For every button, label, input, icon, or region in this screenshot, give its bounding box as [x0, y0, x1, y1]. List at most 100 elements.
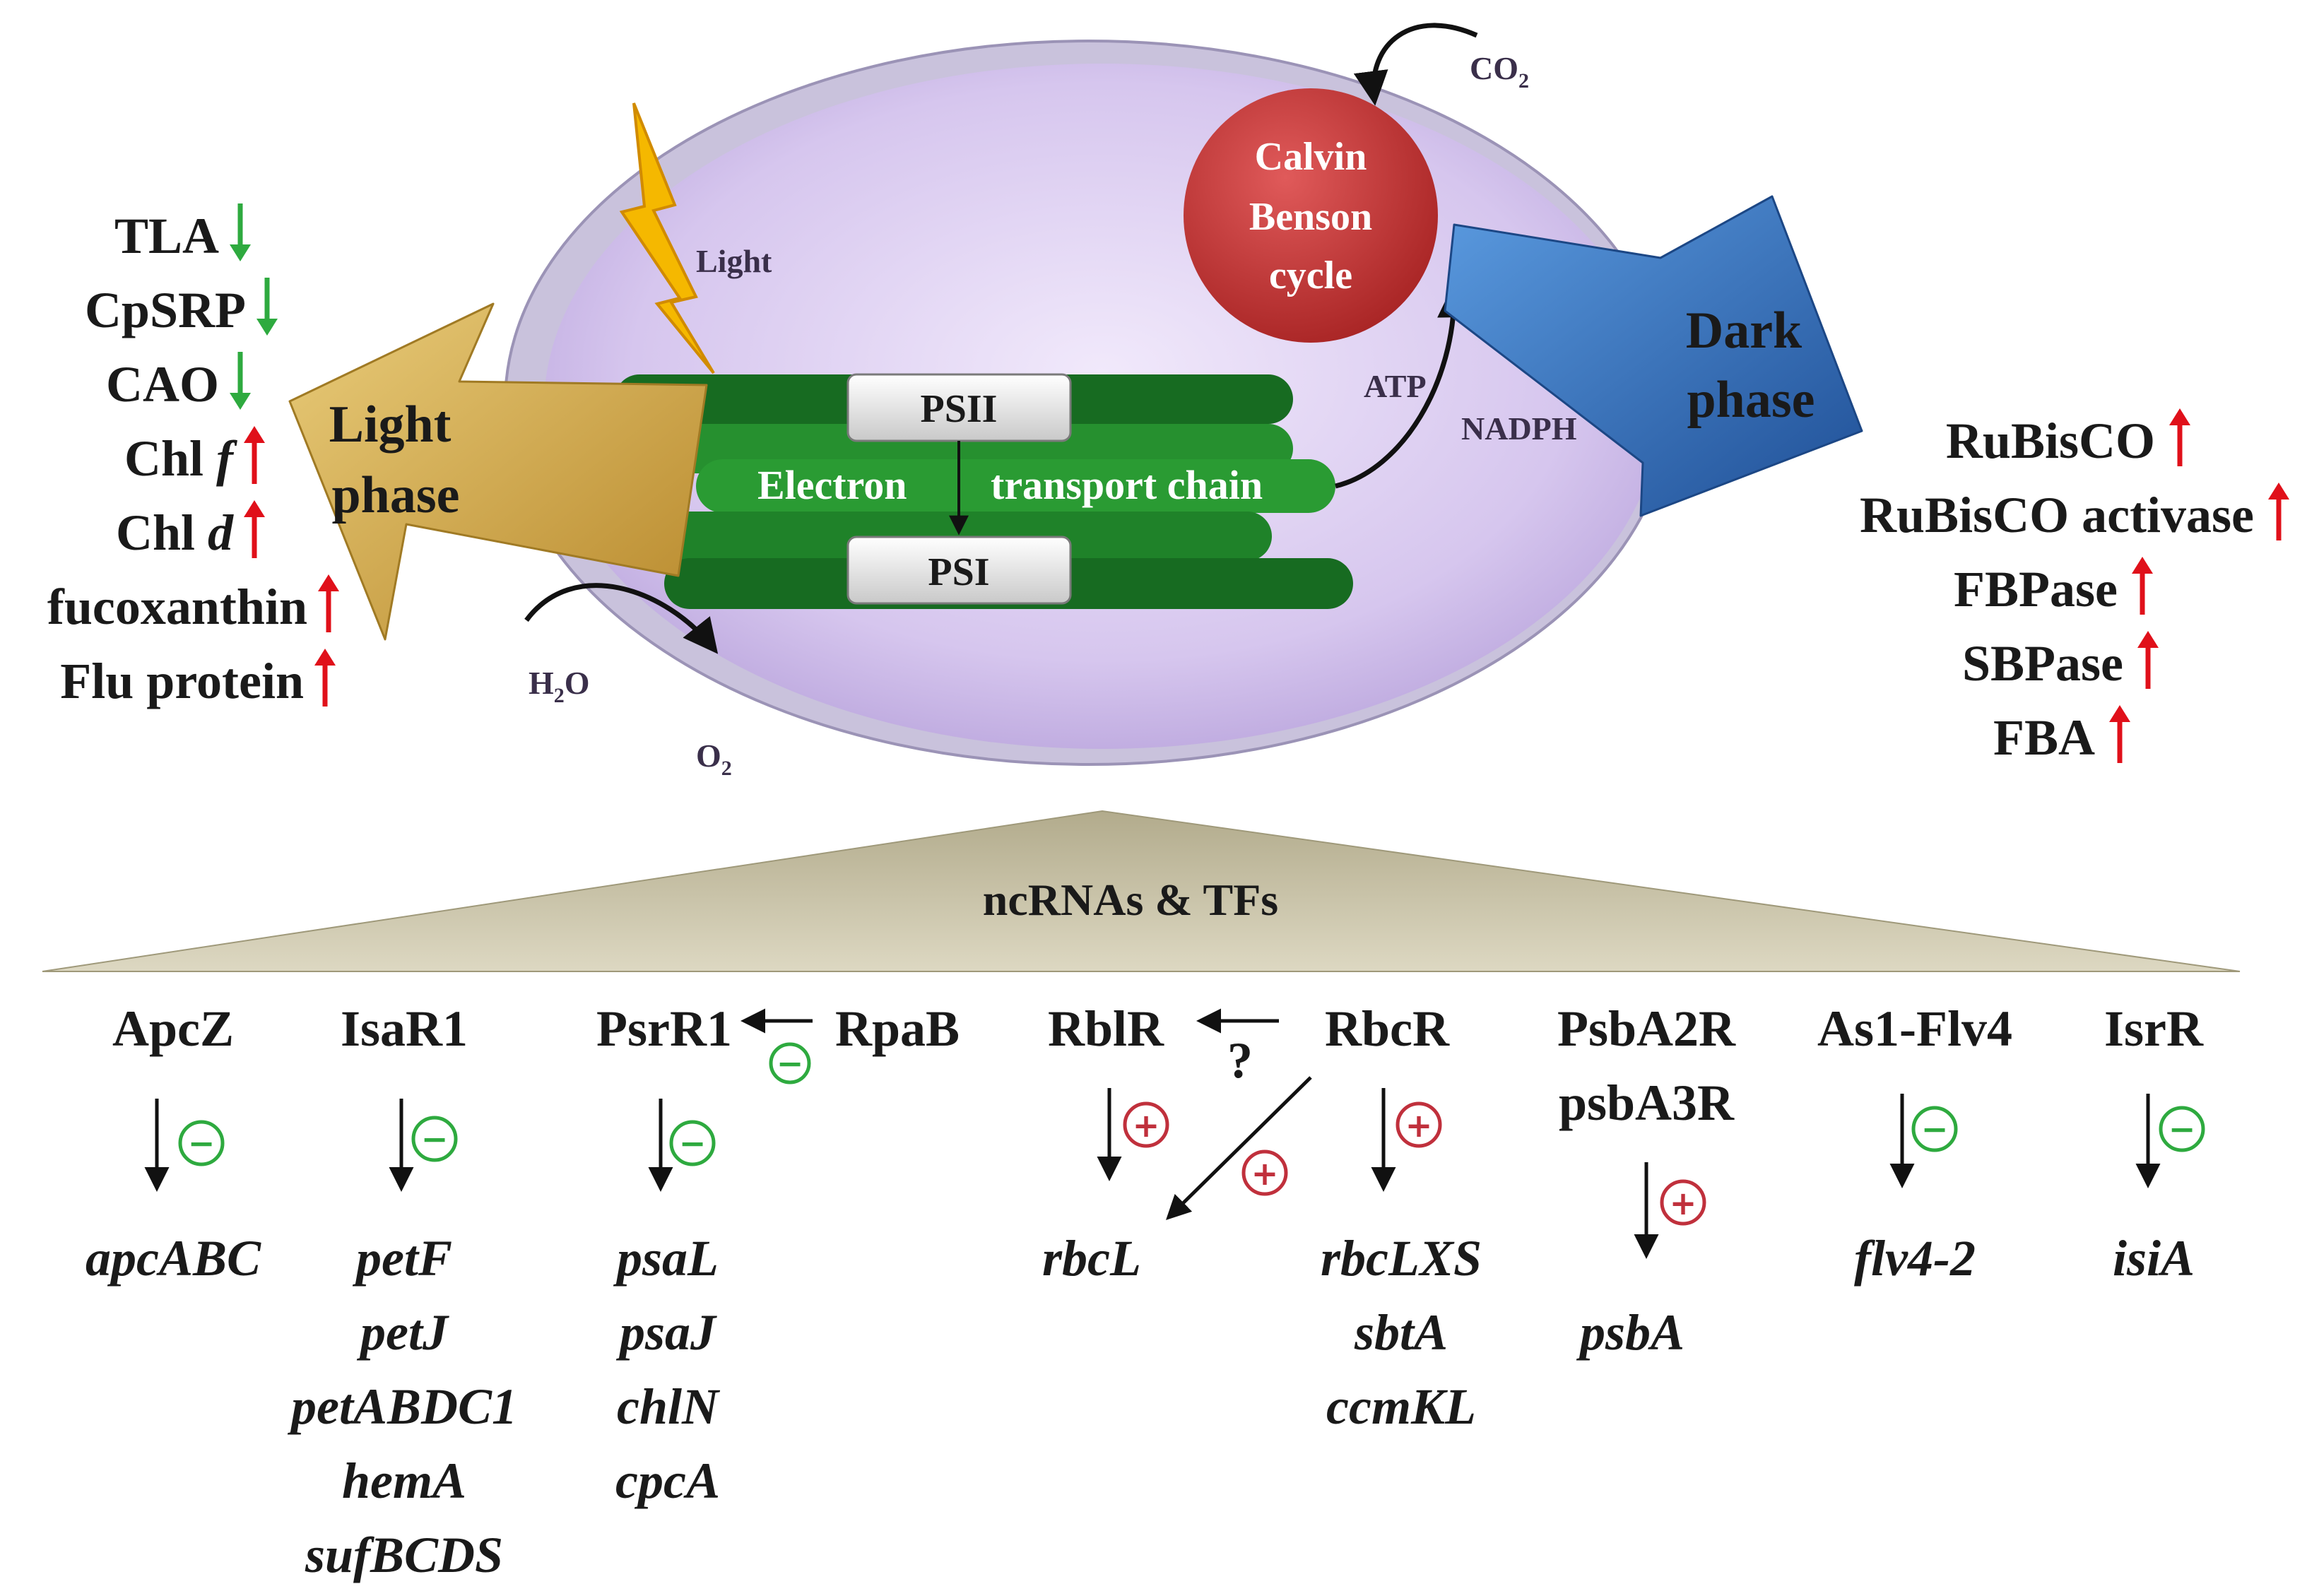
- up-arrow-icon: [2137, 631, 2159, 689]
- psba-regulation: +: [1634, 1162, 1706, 1259]
- svg-text:−: −: [1921, 1110, 1949, 1148]
- nadph-label: NADPH: [1461, 410, 1577, 447]
- light-target-row: Chl d: [116, 500, 265, 561]
- calvin-label: Benson: [1249, 195, 1372, 239]
- light-phase-label: phase: [332, 466, 460, 524]
- down-arrow-icon: [256, 278, 278, 336]
- down-arrow-icon: [230, 352, 251, 410]
- psii-label: PSII: [921, 387, 998, 431]
- co2-label: CO2: [1470, 50, 1529, 93]
- light-target-label: TLA: [114, 208, 219, 264]
- svg-text:−: −: [421, 1120, 449, 1158]
- svg-text:−: −: [2169, 1110, 2196, 1148]
- light-target-row: fucoxanthin: [47, 574, 339, 635]
- dark-target-label: RuBisCO: [1946, 413, 2155, 469]
- up-arrow-icon: [244, 500, 265, 558]
- as1flv4-regulation: −: [1889, 1094, 1958, 1188]
- calvin-label: cycle: [1269, 254, 1352, 297]
- light-target-row: CAO: [106, 352, 251, 413]
- dark-phase-label: phase: [1687, 371, 1815, 429]
- dark-target-row: FBPase: [1954, 557, 2153, 617]
- gene-label: sufBCDS: [305, 1527, 503, 1583]
- gene-label: psaJ: [615, 1304, 717, 1361]
- svg-text:+: +: [1133, 1106, 1160, 1145]
- gene-list-isrr: isiA: [2113, 1230, 2195, 1287]
- light-target-label: Chl f: [124, 430, 237, 487]
- gene-list-apcz: apcABC: [85, 1230, 261, 1287]
- up-arrow-icon: [2169, 408, 2190, 466]
- dark-phase-label: Dark: [1686, 302, 1802, 360]
- gene-label: ccmKL: [1326, 1378, 1476, 1435]
- regulators-triangle: [42, 810, 2241, 972]
- down-arrow-icon: [230, 203, 251, 261]
- gene-list-isar1: petF petJ petABDC1 hemA sufBCDS: [287, 1230, 517, 1583]
- calvin-label: Calvin: [1255, 135, 1367, 179]
- calvin-benson-cycle-circle: [1184, 88, 1438, 343]
- gene-label: hemA: [342, 1453, 466, 1509]
- isar1-regulation: −: [389, 1099, 458, 1192]
- light-label: Light: [696, 243, 772, 279]
- dark-target-label: FBPase: [1954, 561, 2118, 617]
- svg-text:−: −: [777, 1044, 804, 1082]
- light-target-label: CAO: [106, 356, 219, 413]
- gene-label: cpcA: [615, 1453, 720, 1509]
- psi-box: [846, 536, 1072, 605]
- light-phase-arrow: [288, 302, 708, 641]
- regulator-rpab: RpaB: [835, 1000, 960, 1057]
- light-target-label: Flu protein: [60, 653, 304, 709]
- gene-list-psba: psbA: [1576, 1304, 1684, 1361]
- psrr1-regulation: −: [648, 1099, 716, 1192]
- thylakoid-membrane: [696, 459, 1335, 513]
- regulator-isar1: IsaR1: [341, 1000, 468, 1057]
- gene-label: psbA: [1576, 1304, 1684, 1361]
- regulator-rblr: RblR: [1048, 1000, 1164, 1057]
- rpab-repression-sign: −: [769, 1042, 811, 1084]
- light-target-row: Flu protein: [60, 649, 336, 709]
- dark-target-row: SBPase: [1962, 631, 2159, 692]
- dark-target-row: FBA: [1993, 705, 2130, 766]
- up-arrow-icon: [314, 649, 336, 707]
- regulator-rbcr: RbcR: [1325, 1000, 1450, 1057]
- dark-target-label: SBPase: [1962, 635, 2123, 692]
- rbcr-to-rbcl-arrow: [1166, 1076, 1312, 1220]
- gene-label: petF: [352, 1230, 452, 1287]
- regulator-psrr1: PsrR1: [596, 1000, 732, 1057]
- gene-label: petABDC1: [287, 1378, 517, 1435]
- light-phase-label: Light: [329, 396, 452, 454]
- rbcr-rbcl-activation-sign: +: [1241, 1149, 1288, 1196]
- regulator-apcz: ApcZ: [112, 1000, 234, 1057]
- up-arrow-icon: [2109, 705, 2130, 763]
- h2o-label: H2O: [529, 665, 590, 707]
- light-target-row: CpSRP: [85, 278, 278, 338]
- light-target-label: Chl d: [116, 504, 234, 561]
- light-target-label: CpSRP: [85, 282, 246, 338]
- up-arrow-icon: [2132, 557, 2153, 615]
- regulators-title: ncRNAs & TFs: [983, 875, 1278, 925]
- up-arrow-icon: [2268, 483, 2289, 540]
- regulator-as1flv4: As1-Flv4: [1817, 1000, 2012, 1057]
- gene-label: petJ: [356, 1304, 449, 1361]
- light-target-row: Chl f: [124, 426, 265, 487]
- etc-label-right: transport chain: [991, 462, 1263, 508]
- gene-list-rblr: rbcL: [1042, 1230, 1141, 1287]
- svg-text:−: −: [188, 1124, 216, 1162]
- gene-label: isiA: [2113, 1230, 2195, 1287]
- dark-target-label: RuBisCO activase: [1860, 487, 2254, 543]
- gene-label: rbcL: [1042, 1230, 1141, 1287]
- up-arrow-icon: [244, 426, 265, 484]
- light-target-row: TLA: [114, 203, 251, 264]
- target-genes: apcABC petF petJ petABDC1 hemA sufBCDS psaL psa…: [85, 1230, 2195, 1583]
- light-target-label: fucoxanthin: [47, 579, 307, 635]
- svg-text:−: −: [679, 1124, 707, 1162]
- gene-label: flv4-2: [1854, 1230, 1976, 1287]
- dark-phase-arrow: [1444, 195, 1863, 517]
- psi-label: PSI: [928, 550, 989, 594]
- gene-label: psaL: [613, 1230, 719, 1287]
- rblr-regulation: +: [1097, 1088, 1169, 1181]
- water-splitting-arrow: [524, 583, 719, 654]
